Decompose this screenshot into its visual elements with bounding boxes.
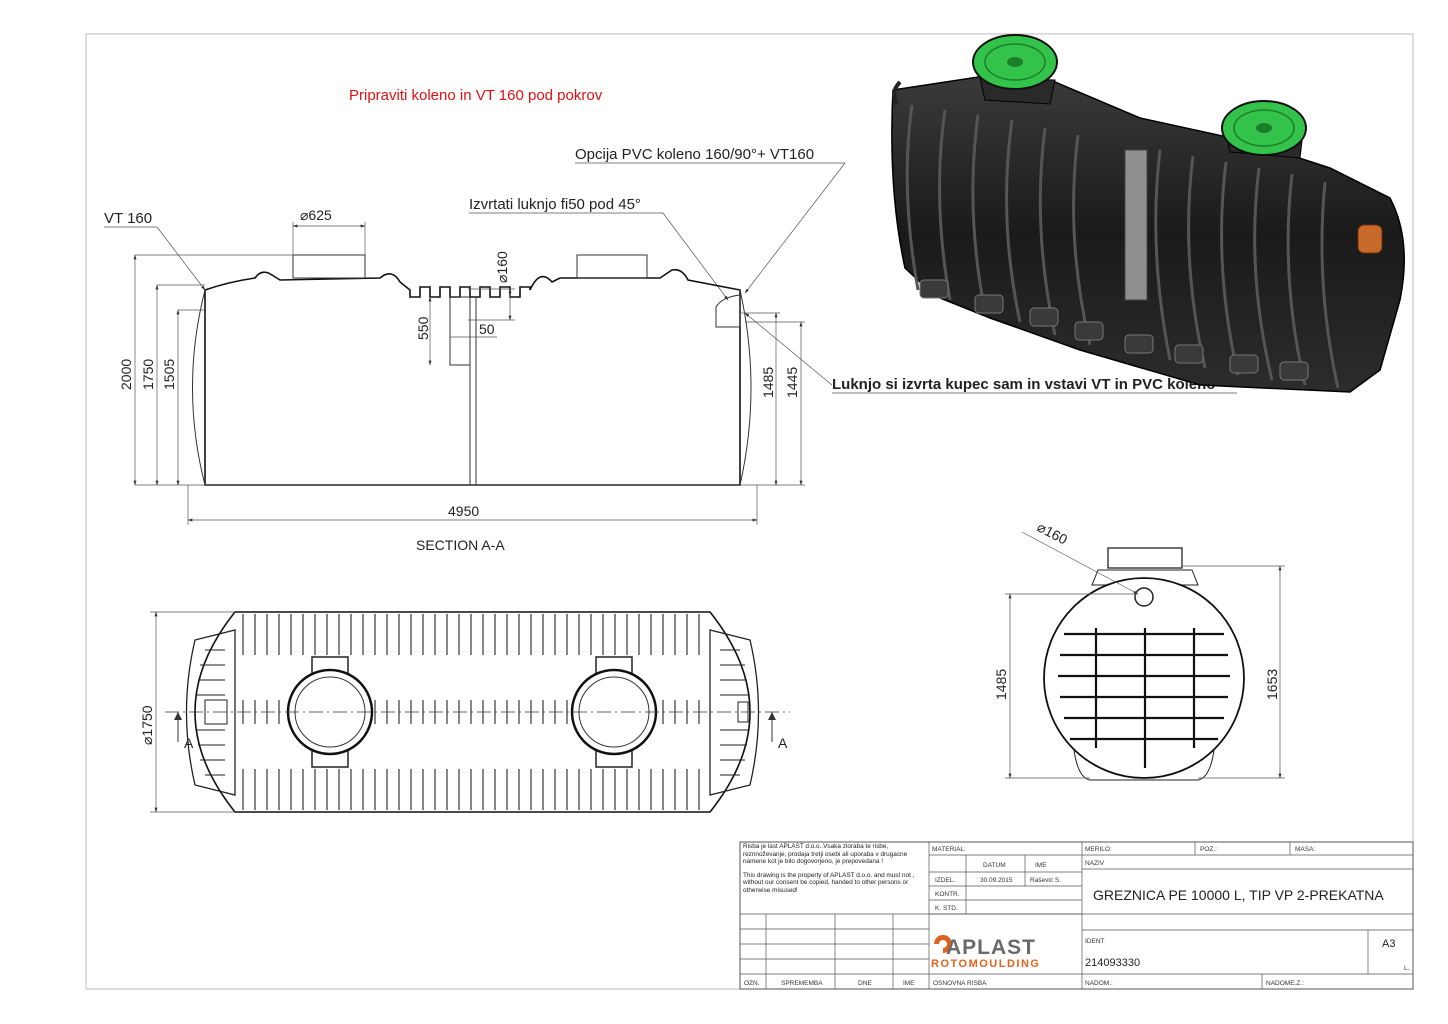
ozn-label: OZN.: [744, 980, 760, 987]
naziv-label: NAZIV: [1085, 860, 1105, 867]
logo-main: APLAST: [946, 936, 1036, 959]
nadomez-label: NADOME.Z.:: [1266, 980, 1304, 987]
dim-d160-end: ⌀160: [1035, 519, 1071, 548]
izdel-label: IZDEL.: [935, 877, 955, 884]
section-mark-left: A: [184, 735, 194, 751]
vt160-note: VT 160: [104, 210, 152, 227]
aplast-logo: APLAST ROTOMOULDING: [931, 935, 1040, 970]
format-label: A3: [1382, 938, 1395, 950]
izdel-date: 30.09.2015: [980, 877, 1013, 884]
title-block: Risba je last APLAST d.o.o..Vsaka zlorab…: [739, 841, 1414, 990]
section-mark-right: A: [778, 735, 788, 751]
dim-h1750: 1750: [140, 359, 156, 390]
poz-label: POZ.:: [1200, 846, 1217, 853]
ident-label: IDENT: [1085, 938, 1105, 945]
ime2-label: IME: [903, 980, 915, 987]
dim-d160-section: ⌀160: [494, 251, 510, 283]
dim-h550: 550: [415, 316, 431, 340]
customer-hole-note: Luknjo si izvrta kupec sam in vstavi VT …: [832, 376, 1215, 393]
dne-label: DNE: [858, 980, 872, 987]
osnovna-label: OSNOVNA RISBA: [933, 980, 987, 987]
datum-label: DATUM: [983, 862, 1006, 869]
sprememba-label: SPREMEMBA: [781, 980, 823, 987]
dim-len4950: 4950: [448, 503, 479, 519]
dim-h1445: 1445: [784, 367, 800, 398]
dim-h1653-end: 1653: [1264, 669, 1280, 700]
logo-sub: ROTOMOULDING: [931, 958, 1040, 970]
orange-fitting: [1357, 224, 1383, 254]
nadom-label: NADOM.:: [1085, 980, 1113, 987]
plan-view: A A ⌀1750: [139, 611, 790, 813]
disclaimer-sl: Risba je last APLAST d.o.o..Vsaka zlorab…: [743, 843, 908, 866]
drill-hole-note: Izvrtati luknjo fi50 pod 45°: [469, 196, 641, 213]
section-label: SECTION A-A: [416, 537, 505, 553]
kontr-label: KONTR.: [935, 891, 960, 898]
section-view: [192, 254, 752, 486]
pvc-option-note: Opcija PVC koleno 160/90°+ VT160: [575, 146, 814, 163]
dim-w50: 50: [479, 321, 495, 337]
material-label: MATERIAL:: [932, 846, 966, 853]
disclaimer-en: This drawing is the property of APLAST d…: [743, 871, 915, 894]
dim-h2000: 2000: [118, 359, 134, 390]
ident-number: 214093330: [1085, 957, 1140, 969]
dim-h1485-section: 1485: [760, 367, 776, 398]
dim-d625: ⌀625: [300, 207, 332, 223]
kstd-label: K. STD.: [935, 905, 958, 912]
dim-h1505: 1505: [161, 359, 177, 390]
izdel-name: Rašević S.: [1030, 877, 1061, 884]
dim-d1750-plan: ⌀1750: [139, 705, 155, 745]
end-view: ⌀160 1485 1653: [993, 519, 1285, 781]
dim-h1485-end: 1485: [993, 669, 1009, 700]
merilo-label: MERILO:: [1085, 846, 1112, 853]
list-label: L.: [1404, 965, 1410, 972]
masa-label: MASA:: [1295, 846, 1315, 853]
tank-3d-render: [891, 34, 1405, 393]
red-note: Pripraviti koleno in VT 160 pod pokrov: [349, 87, 603, 104]
drawing-title: GREZNICA PE 10000 L, TIP VP 2-PREKATNA: [1093, 887, 1384, 903]
ime-label: IME: [1035, 862, 1047, 869]
section-dimensions: ⌀625 ⌀160 550 50 2000 1750 1505 1485 144…: [118, 207, 805, 553]
